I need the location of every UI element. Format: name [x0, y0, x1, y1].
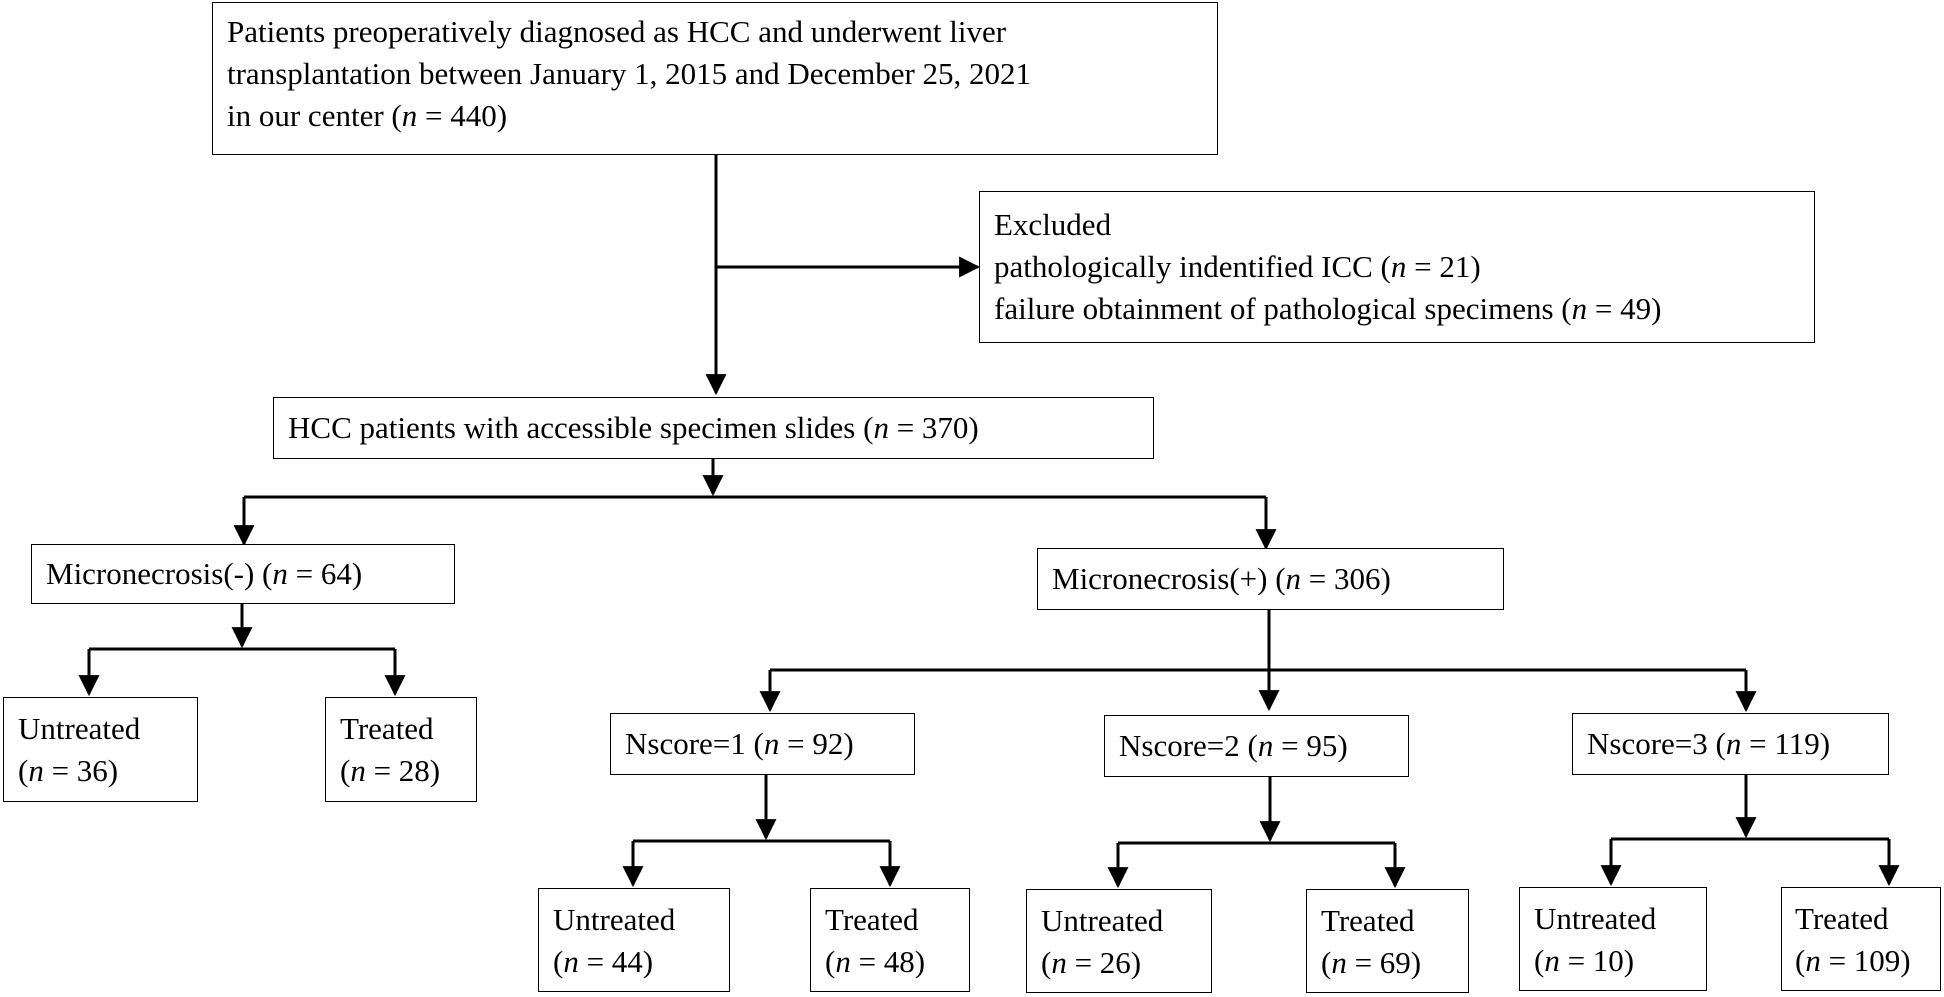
- box-nscore-1: Nscore=1 (n = 92): [610, 713, 915, 775]
- ns2-treated-line-1: Treated: [1321, 903, 1415, 938]
- text-prefix: (: [1795, 943, 1806, 978]
- ns1-untreated-line-1: Untreated: [553, 902, 676, 937]
- text-suffix: = 306): [1301, 561, 1391, 596]
- n-symbol: n: [1285, 561, 1302, 596]
- text-suffix: = 44): [578, 944, 654, 979]
- nscore1-line-1: Nscore=1 (n = 92): [625, 723, 900, 765]
- box-accessible: HCC patients with accessible specimen sl…: [273, 397, 1154, 459]
- text-prefix: (: [1041, 945, 1052, 980]
- text-suffix: = 95): [1273, 728, 1348, 763]
- n-symbol: n: [1331, 945, 1347, 980]
- n-symbol: n: [350, 753, 366, 788]
- text-suffix: = 10): [1559, 943, 1635, 978]
- micro-pos-line-1: Micronecrosis(+) (n = 306): [1052, 558, 1489, 600]
- text-suffix: = 69): [1346, 945, 1422, 980]
- text-prefix: Micronecrosis(+) (: [1052, 561, 1286, 596]
- text-suffix: = 28): [365, 753, 441, 788]
- n-symbol: n: [1571, 291, 1588, 326]
- ns1-treated-line-2: (n = 48): [825, 941, 955, 983]
- ns2-untreated-line-2: (n = 26): [1041, 942, 1197, 984]
- text-prefix: failure obtainment of pathological speci…: [994, 291, 1572, 326]
- n-symbol: n: [563, 944, 579, 979]
- ns3-untreated-line-1: Untreated: [1534, 901, 1657, 936]
- text-prefix: pathologically indentified ICC (: [994, 249, 1391, 284]
- nscore2-line-1: Nscore=2 (n = 95): [1119, 725, 1394, 767]
- root-line-1: Patients preoperatively diagnosed as HCC…: [227, 14, 1007, 49]
- text-suffix: = 26): [1066, 945, 1142, 980]
- box-negative-treated: Treated (n = 28): [325, 697, 477, 802]
- text-prefix: (: [340, 753, 351, 788]
- neg-treated-line-2: (n = 28): [340, 750, 462, 792]
- ns1-treated-line-1: Treated: [825, 902, 919, 937]
- accessible-line-1: HCC patients with accessible specimen sl…: [288, 407, 1139, 449]
- text-prefix: HCC patients with accessible specimen sl…: [288, 410, 874, 445]
- root-line-3: in our center (n = 440): [227, 95, 1203, 137]
- box-negative-untreated: Untreated (n = 36): [3, 697, 198, 802]
- neg-untreated-line-1: Untreated: [18, 711, 141, 746]
- text-suffix: = 440): [417, 98, 508, 133]
- box-nscore1-untreated: Untreated (n = 44): [538, 888, 730, 992]
- neg-untreated-line-2: (n = 36): [18, 750, 183, 792]
- nscore3-line-1: Nscore=3 (n = 119): [1587, 723, 1874, 765]
- text-suffix: = 119): [1741, 726, 1831, 761]
- box-nscore3-untreated: Untreated (n = 10): [1519, 887, 1707, 991]
- n-symbol: n: [763, 726, 780, 761]
- n-symbol: n: [1544, 943, 1560, 978]
- box-nscore-2: Nscore=2 (n = 95): [1104, 715, 1409, 777]
- ns2-treated-line-2: (n = 69): [1321, 942, 1454, 984]
- box-micronecrosis-negative: Micronecrosis(-) (n = 64): [31, 544, 455, 604]
- text-prefix: Nscore=3 (: [1587, 726, 1726, 761]
- text-suffix: = 109): [1820, 943, 1911, 978]
- neg-treated-line-1: Treated: [340, 711, 434, 746]
- box-nscore2-treated: Treated (n = 69): [1306, 889, 1469, 993]
- excluded-line-1: Excluded: [994, 207, 1112, 242]
- text-suffix: = 92): [779, 726, 854, 761]
- n-symbol: n: [272, 556, 288, 591]
- ns3-treated-line-2: (n = 109): [1795, 940, 1936, 982]
- text-prefix: Nscore=1 (: [625, 726, 764, 761]
- n-symbol: n: [835, 944, 851, 979]
- box-micronecrosis-positive: Micronecrosis(+) (n = 306): [1037, 548, 1504, 610]
- n-symbol: n: [1390, 249, 1407, 284]
- n-symbol: n: [401, 98, 418, 133]
- box-nscore3-treated: Treated (n = 109): [1781, 887, 1941, 991]
- excluded-line-2: pathologically indentified ICC (n = 21): [994, 246, 1800, 288]
- text-prefix: Nscore=2 (: [1119, 728, 1258, 763]
- n-symbol: n: [28, 753, 44, 788]
- ns3-untreated-line-2: (n = 10): [1534, 940, 1692, 982]
- text-prefix: Micronecrosis(-) (: [46, 556, 273, 591]
- ns2-untreated-line-1: Untreated: [1041, 903, 1164, 938]
- ns3-treated-line-1: Treated: [1795, 901, 1889, 936]
- text-prefix: (: [1534, 943, 1545, 978]
- text-suffix: = 48): [850, 944, 926, 979]
- box-nscore-3: Nscore=3 (n = 119): [1572, 713, 1889, 775]
- excluded-line-3: failure obtainment of pathological speci…: [994, 288, 1800, 330]
- text-prefix: (: [18, 753, 29, 788]
- text-prefix: (: [1321, 945, 1332, 980]
- n-symbol: n: [873, 410, 889, 445]
- n-symbol: n: [1257, 728, 1274, 763]
- box-root: Patients preoperatively diagnosed as HCC…: [212, 2, 1218, 155]
- text-suffix: = 21): [1406, 249, 1481, 284]
- text-suffix: = 64): [287, 556, 363, 591]
- ns1-untreated-line-2: (n = 44): [553, 941, 715, 983]
- n-symbol: n: [1725, 726, 1742, 761]
- n-symbol: n: [1805, 943, 1821, 978]
- box-nscore1-treated: Treated (n = 48): [810, 888, 970, 992]
- text-suffix: = 49): [1587, 291, 1662, 326]
- box-nscore2-untreated: Untreated (n = 26): [1026, 889, 1212, 993]
- n-symbol: n: [1051, 945, 1067, 980]
- text-prefix: (: [553, 944, 564, 979]
- box-excluded: Excluded pathologically indentified ICC (…: [979, 191, 1815, 343]
- text-suffix: = 36): [43, 753, 119, 788]
- root-line-2: transplantation between January 1, 2015 …: [227, 56, 1032, 91]
- text-suffix: = 370): [888, 410, 979, 445]
- micro-neg-line-1: Micronecrosis(-) (n = 64): [46, 553, 440, 595]
- text-prefix: (: [825, 944, 836, 979]
- text-prefix: in our center (: [227, 98, 402, 133]
